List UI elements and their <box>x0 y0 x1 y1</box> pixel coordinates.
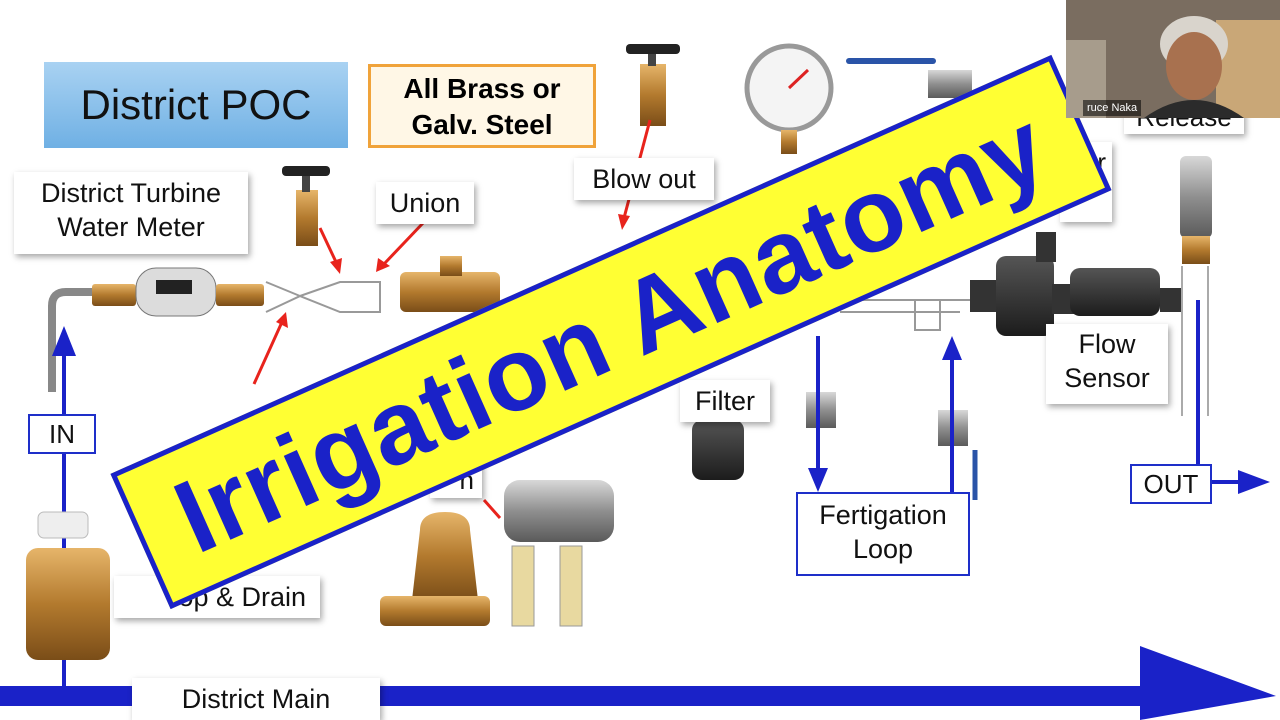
solenoid-valve-icon <box>970 232 1056 336</box>
label-flow-sensor-line2: Sensor <box>1064 362 1150 393</box>
filter-icon <box>692 420 744 480</box>
water-meter-icon <box>92 267 264 317</box>
label-fertigation-loop: Fertigation Loop <box>796 492 970 576</box>
fertigation-arrows <box>808 336 962 494</box>
flow-sensor-icon <box>1052 268 1182 316</box>
control-valve-icon <box>504 480 614 627</box>
label-flow-sensor: Flow Sensor <box>1046 324 1168 404</box>
pressure-regulator-icon <box>380 512 490 626</box>
ball-valve-icon <box>846 58 972 98</box>
label-out: OUT <box>1130 464 1212 504</box>
label-union: Union <box>376 182 474 224</box>
label-fertigation-line2: Loop <box>852 533 914 564</box>
label-filter: Filter <box>680 380 770 422</box>
label-blow-out: Blow out <box>574 158 714 200</box>
blow-out-valve-icon <box>626 44 680 126</box>
label-water-meter: District Turbine Water Meter <box>14 172 248 254</box>
label-water-meter-line2: Water Meter <box>57 211 205 242</box>
material-note-line1: All Brass or <box>403 73 561 104</box>
pressure-gauge-icon <box>744 43 834 154</box>
backflow-preventer-icon <box>400 256 500 312</box>
participant-name-tag: ruce Naka <box>1083 100 1142 116</box>
material-note-line2: Galv. Steel <box>411 109 553 140</box>
label-flow-sensor-line1: Flow <box>1078 329 1136 359</box>
district-poc-header: District POC <box>44 62 348 148</box>
material-note: All Brass or Galv. Steel <box>368 64 596 148</box>
label-fertigation-line1: Fertigation <box>819 500 947 530</box>
air-release-valve-icon <box>1180 156 1212 416</box>
stop-drain-valve-icon <box>26 511 110 660</box>
label-in: IN <box>28 414 96 454</box>
hose-bib-valve-icon <box>282 166 330 246</box>
label-water-meter-line1: District Turbine <box>40 178 222 208</box>
label-district-main: District Main <box>132 678 380 720</box>
presenter-avatar <box>1066 0 1280 118</box>
webcam-video-tile[interactable] <box>1066 0 1280 118</box>
fertigation-valves-icon <box>806 392 978 500</box>
